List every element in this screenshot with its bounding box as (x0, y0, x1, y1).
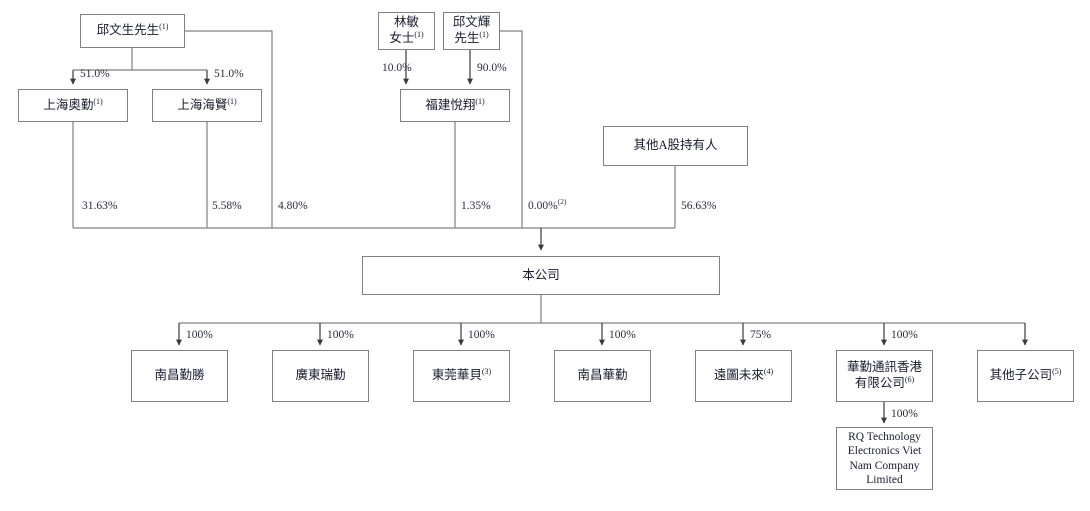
node-qiu-wensheng[interactable]: 邱文生先生(1) (80, 14, 185, 48)
node-rq-vietnam-line3: Nam Company (849, 459, 920, 472)
node-nanchang-huaqin[interactable]: 南昌華勤 (554, 350, 651, 402)
node-huaqin-hk-line1: 華勤通訊香港 (846, 360, 922, 375)
edge-label-to-huaqin-hk: 100% (891, 329, 918, 341)
node-yuantu-weilai-note: (4) (763, 367, 774, 377)
edge-label-othera-to-company: 56.63% (681, 200, 717, 212)
node-shanghai-haixian-note: (1) (227, 96, 237, 106)
node-company-label: 本公司 (522, 267, 560, 282)
node-other-subsidiaries-label: 其他子公司 (989, 368, 1053, 383)
node-guangdong-ruiqin-label: 廣東瑞勤 (295, 368, 346, 383)
node-shanghai-aoqin[interactable]: 上海奧勤(1) (18, 89, 128, 122)
node-qiu-wenhui-line1: 邱文輝 (452, 15, 491, 30)
edge-label-qiuwenhui-to-company-note: (2) (557, 197, 567, 207)
edge-label-qiuwenhui-to-company-value: 0.00% (528, 200, 558, 212)
edge-label-qiuwenhui-to-company: 0.00%(2) (528, 197, 567, 212)
node-lin-min-line2: 女士 (389, 31, 415, 45)
node-rq-vietnam-line4: Limited (866, 473, 903, 486)
node-nanchang-qinsheng[interactable]: 南昌勤勝 (131, 350, 228, 402)
node-company[interactable]: 本公司 (362, 256, 720, 295)
node-guangdong-ruiqin[interactable]: 廣東瑞勤 (272, 350, 369, 402)
edge-label-qiu-to-haixian: 51.0% (214, 68, 244, 80)
node-nanchang-huaqin-label: 南昌華勤 (577, 368, 628, 383)
node-other-subsidiaries-note: (5) (1052, 367, 1062, 377)
node-shanghai-aoqin-label: 上海奧勤 (43, 97, 94, 112)
edge-label-aoqin-to-company: 31.63% (82, 200, 118, 212)
edge-label-linmin-to-yuexiang: 10.0% (382, 62, 412, 74)
edge-label-qiuwenhui-to-yuexiang: 90.0% (477, 62, 507, 74)
node-shanghai-aoqin-note: (1) (93, 96, 103, 106)
edge-label-to-dongguan-huabei: 100% (468, 329, 495, 341)
edge-label-to-guangdong-ruiqin: 100% (327, 329, 354, 341)
node-qiu-wensheng-note: (1) (159, 22, 169, 32)
node-huaqin-hk[interactable]: 華勤通訊香港 有限公司(6) (836, 350, 933, 402)
node-fujian-yuexiang[interactable]: 福建悅翔(1) (400, 89, 510, 122)
node-fujian-yuexiang-note: (1) (475, 96, 485, 106)
node-qiu-wenhui-note: (1) (479, 29, 489, 39)
node-other-a-shareholders-label: 其他A股持有人 (633, 138, 718, 153)
node-yuantu-weilai[interactable]: 遠圖未來(4) (695, 350, 792, 402)
node-qiu-wensheng-label: 邱文生先生 (96, 23, 160, 38)
node-shanghai-haixian[interactable]: 上海海賢(1) (152, 89, 262, 122)
node-fujian-yuexiang-label: 福建悅翔 (425, 97, 476, 112)
edge-label-to-nanchang-huaqin: 100% (609, 329, 636, 341)
node-dongguan-huabei-label: 東莞華貝 (431, 368, 482, 383)
edge-label-haixian-to-company: 5.58% (212, 200, 242, 212)
node-qiu-wenhui-line2: 先生 (454, 31, 480, 45)
node-rq-vietnam-line2: Electronics Viet (847, 445, 922, 458)
node-lin-min[interactable]: 林敏 女士(1) (378, 12, 435, 50)
node-yuantu-weilai-label: 遠圖未來 (713, 368, 764, 383)
node-rq-vietnam[interactable]: RQ Technology Electronics Viet Nam Compa… (836, 427, 933, 490)
edge-label-to-nanchang-qinsheng: 100% (186, 329, 213, 341)
node-rq-vietnam-line1: RQ Technology (848, 431, 921, 444)
node-qiu-wenhui[interactable]: 邱文輝 先生(1) (443, 12, 500, 50)
edge-label-qiu-to-company: 4.80% (278, 200, 308, 212)
edge-label-huaqinhk-to-rq: 100% (891, 408, 918, 420)
edge-qiu-to-company (185, 30, 273, 228)
node-shanghai-haixian-label: 上海海賢 (177, 97, 228, 112)
node-huaqin-hk-note: (6) (904, 374, 915, 384)
node-dongguan-huabei[interactable]: 東莞華貝(3) (413, 350, 510, 402)
edge-label-yuexiang-to-company: 1.35% (461, 200, 491, 212)
node-other-a-shareholders[interactable]: 其他A股持有人 (603, 126, 748, 166)
node-nanchang-qinsheng-label: 南昌勤勝 (154, 368, 205, 383)
edge-qiuwenhui-to-company (500, 30, 523, 228)
node-dongguan-huabei-note: (3) (481, 367, 492, 377)
node-other-subsidiaries[interactable]: 其他子公司(5) (977, 350, 1074, 402)
edge-label-qiu-to-aoqin: 51.0% (80, 68, 110, 80)
node-lin-min-line1: 林敏 (393, 15, 419, 30)
node-lin-min-note: (1) (414, 29, 424, 39)
node-huaqin-hk-line2: 有限公司 (854, 376, 905, 390)
edge-label-to-yuantu-weilai: 75% (750, 329, 772, 341)
